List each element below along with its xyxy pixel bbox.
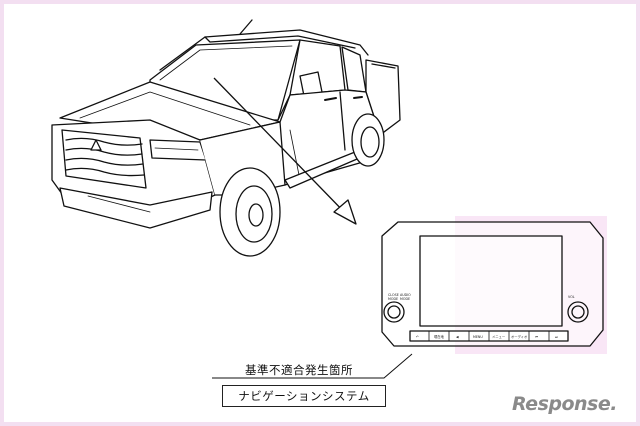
audio-mode-label: AUDIO bbox=[400, 293, 411, 297]
btn-prev: ◀ bbox=[456, 335, 459, 339]
component-label-box: ナビゲーションシステム bbox=[222, 385, 386, 407]
pickup-truck-illustration bbox=[51, 19, 401, 257]
pointer-arrow bbox=[213, 77, 357, 225]
head-unit-button-labels: ↶ 現在地 ◀ MENU メニュー オーディオ ⏮ ⏭ bbox=[416, 334, 558, 339]
btn-menu-jp: メニュー bbox=[492, 335, 505, 339]
btn-current-location: 現在地 bbox=[434, 334, 445, 339]
navigation-head-unit bbox=[381, 221, 604, 347]
btn-back: ↶ bbox=[416, 335, 419, 339]
callout-leader bbox=[212, 353, 413, 379]
head-unit-screen bbox=[419, 235, 563, 327]
defect-location-label: 基準不適合発生箇所 bbox=[245, 363, 353, 377]
vol-label: VOL bbox=[568, 295, 575, 299]
component-label: ナビゲーションシステム bbox=[238, 389, 370, 403]
btn-skip-forward: ⏭ bbox=[555, 335, 558, 339]
audio-mode-label-2: MODE bbox=[400, 297, 410, 301]
close-mode-label-2: MODE bbox=[388, 297, 398, 301]
head-unit-small-labels: CLOSE MODE AUDIO MODE VOL bbox=[388, 293, 575, 301]
close-mode-label: CLOSE bbox=[388, 293, 399, 297]
btn-menu-en: MENU bbox=[473, 335, 483, 339]
btn-skip-back: ⏮ bbox=[535, 335, 538, 339]
response-logo: Response. bbox=[512, 393, 617, 415]
btn-audio: オーディオ bbox=[511, 334, 527, 339]
